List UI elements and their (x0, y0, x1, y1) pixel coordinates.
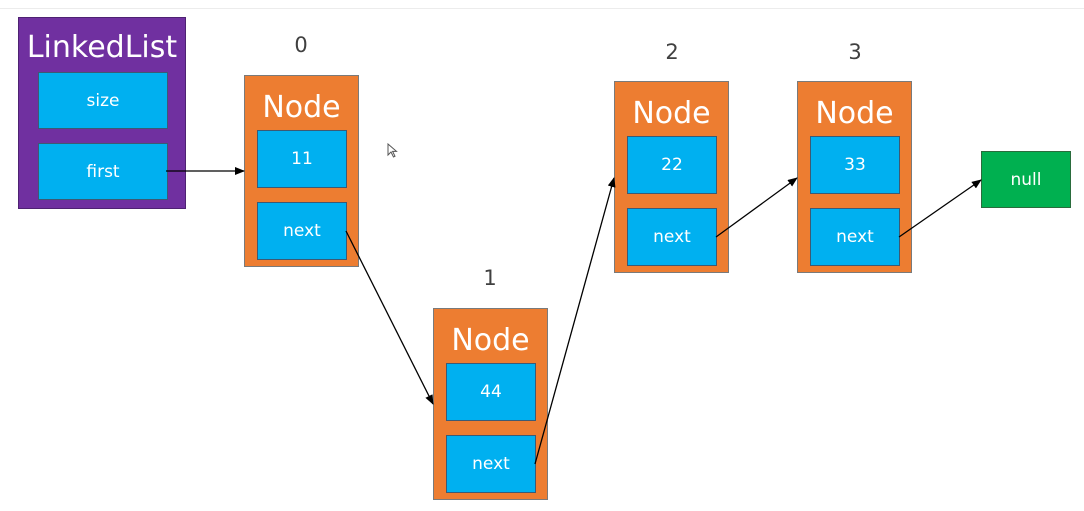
arrow-node-2-to-node-3 (715, 177, 798, 238)
linkedlist-box: LinkedList size first (18, 17, 186, 209)
node-next-field: next (257, 202, 347, 260)
top-divider (0, 8, 1084, 9)
node-title: Node (262, 90, 341, 125)
node-index-1: 1 (483, 266, 497, 290)
node-index-3: 3 (848, 40, 862, 64)
arrow-node-1-to-node-2 (534, 177, 616, 465)
first-field: first (38, 143, 168, 200)
node-index-0: 0 (294, 33, 308, 57)
arrow-node-0-to-node-1 (345, 230, 434, 405)
node-next-field: next (627, 208, 717, 266)
null-terminator: null (981, 151, 1071, 208)
node-title: Node (632, 96, 711, 131)
linkedlist-title: LinkedList (26, 30, 178, 65)
node-0: Node 11 next (244, 75, 359, 267)
node-value-field: 22 (627, 136, 717, 194)
node-index-2: 2 (665, 40, 679, 64)
node-title: Node (451, 323, 530, 358)
node-value-field: 44 (446, 363, 536, 421)
node-next-field: next (810, 208, 900, 266)
node-1: Node 44 next (433, 308, 548, 500)
node-3: Node 33 next (797, 81, 912, 273)
node-next-field: next (446, 435, 536, 493)
node-value-field: 33 (810, 136, 900, 194)
mouse-cursor-icon (387, 143, 398, 158)
arrow-node-3-to-null (898, 179, 982, 238)
node-title: Node (815, 96, 894, 131)
node-value-field: 11 (257, 130, 347, 188)
size-field: size (38, 72, 168, 129)
node-2: Node 22 next (614, 81, 729, 273)
